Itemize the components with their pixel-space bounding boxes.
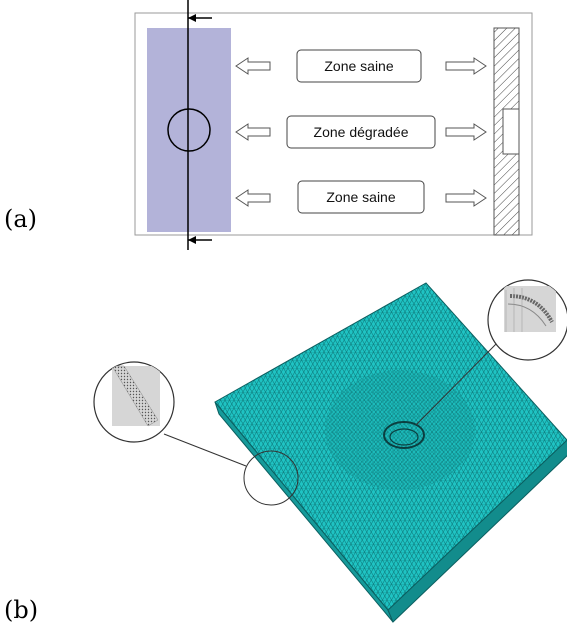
zoom-inset-left	[93, 361, 175, 443]
arrow-left-2	[235, 123, 271, 141]
defect-circle	[167, 108, 211, 152]
panel-b-label: (b)	[4, 596, 39, 624]
arrow-right-1	[445, 57, 487, 75]
zone-box-bottom	[297, 180, 425, 214]
zoom-inset-right	[487, 279, 567, 361]
arrow-left-3	[235, 189, 271, 207]
panel-a: Zone saine Zone dégradée Zone saine	[134, 0, 533, 250]
panel-a-label: (a)	[4, 205, 38, 233]
zone-box-top	[296, 49, 422, 83]
mesh-hole	[383, 421, 425, 449]
section-arrow-top	[188, 14, 212, 22]
zone-label-top: Zone saine	[324, 58, 393, 74]
zone-label-middle: Zone dégradée	[314, 124, 409, 140]
specimen-face	[147, 28, 231, 232]
arrow-right-3	[445, 189, 487, 207]
refined-mesh-zone	[325, 370, 475, 490]
section-cavity	[502, 108, 520, 155]
arrow-left-1	[235, 57, 271, 75]
zone-label-bottom: Zone saine	[326, 189, 395, 205]
arrow-right-2	[445, 123, 487, 141]
detail-marker-edge	[243, 450, 299, 506]
mesh-hole-inner	[389, 428, 419, 446]
zone-box-middle	[286, 115, 436, 149]
leader-line-left	[163, 433, 247, 467]
section-arrow-bottom	[188, 236, 212, 244]
panel-b	[93, 279, 567, 623]
leader-line-right	[415, 339, 501, 426]
